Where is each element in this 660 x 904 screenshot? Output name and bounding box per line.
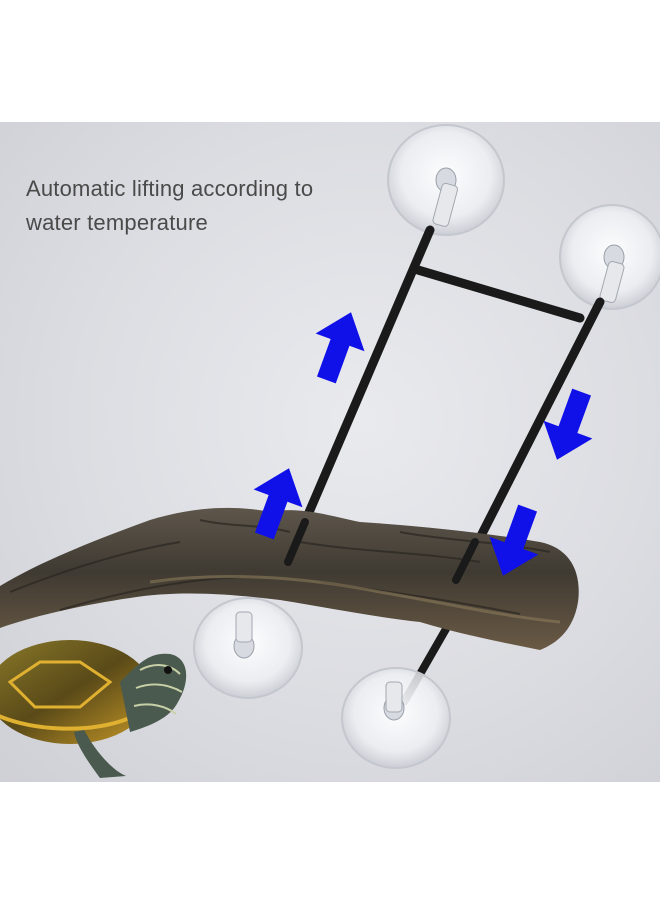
suction-cup-bottom-right (341, 667, 451, 769)
caption-line-2: water temperature (26, 210, 208, 235)
suction-cup-top-right (559, 204, 660, 310)
product-illustration (0, 124, 660, 778)
driftwood-log (0, 507, 579, 650)
caption-line-1: Automatic lifting according to (26, 176, 314, 201)
suction-cup-top-left (387, 124, 505, 236)
arrow-down-lower (489, 504, 539, 576)
suction-cup-bottom-left (193, 597, 303, 699)
arrow-down-upper (543, 388, 593, 460)
arrow-up-lower (253, 468, 303, 540)
feature-caption: Automatic lifting according to water tem… (26, 172, 313, 240)
product-photo: Automatic lifting according to water tem… (0, 122, 660, 782)
turtle (0, 640, 187, 778)
arrow-up-upper (315, 312, 365, 384)
